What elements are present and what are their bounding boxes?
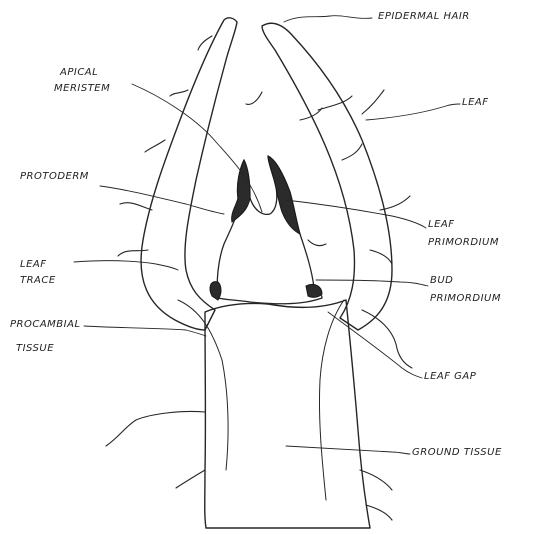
leader-leaf-primordium <box>286 200 426 228</box>
label-procambial-tissue-line1: PROCAMBIAL <box>10 318 81 332</box>
label-leaf-gap: LEAF GAP <box>424 370 476 384</box>
leader-procambial-tissue <box>84 326 206 336</box>
leader-ground-tissue <box>286 446 410 454</box>
leader-leaf-trace <box>74 261 178 270</box>
label-apical-meristem-line2: MERISTEM <box>54 82 110 96</box>
apical-dome <box>217 156 322 304</box>
label-leaf: LEAF <box>462 96 488 110</box>
label-leaf-trace-line1: LEAF <box>20 258 46 272</box>
label-apical-meristem-line1: APICAL <box>60 66 98 80</box>
leader-lines <box>74 16 460 454</box>
procambial-strand-right <box>319 300 344 500</box>
leader-leaf <box>366 104 460 120</box>
stem <box>205 300 370 528</box>
label-leaf-primordium-line2: PRIMORDIUM <box>428 236 499 250</box>
label-protoderm: PROTODERM <box>20 170 89 184</box>
leader-leaf-gap <box>328 312 422 378</box>
label-ground-tissue: GROUND TISSUE <box>412 446 502 460</box>
leader-epidermal-hair <box>284 16 372 22</box>
label-bud-primordium-line2: PRIMORDIUM <box>430 292 501 306</box>
label-bud-primordium-line1: BUD <box>430 274 453 288</box>
label-epidermal-hair: EPIDERMAL HAIR <box>378 10 470 24</box>
leader-bud-primordium <box>316 280 428 286</box>
leaf-primordium-left <box>232 160 250 222</box>
label-leaf-primordium-line1: LEAF <box>428 218 454 232</box>
label-procambial-tissue-line2: TISSUE <box>16 342 54 356</box>
bud-primordium-right <box>306 284 322 297</box>
leaf-primordium-right <box>268 156 300 234</box>
left-leaf <box>141 18 237 330</box>
label-leaf-trace-line2: TRACE <box>20 274 56 288</box>
bud-primordium-left <box>210 282 221 300</box>
epidermal-hairs <box>106 36 412 520</box>
leader-protoderm <box>100 186 224 214</box>
